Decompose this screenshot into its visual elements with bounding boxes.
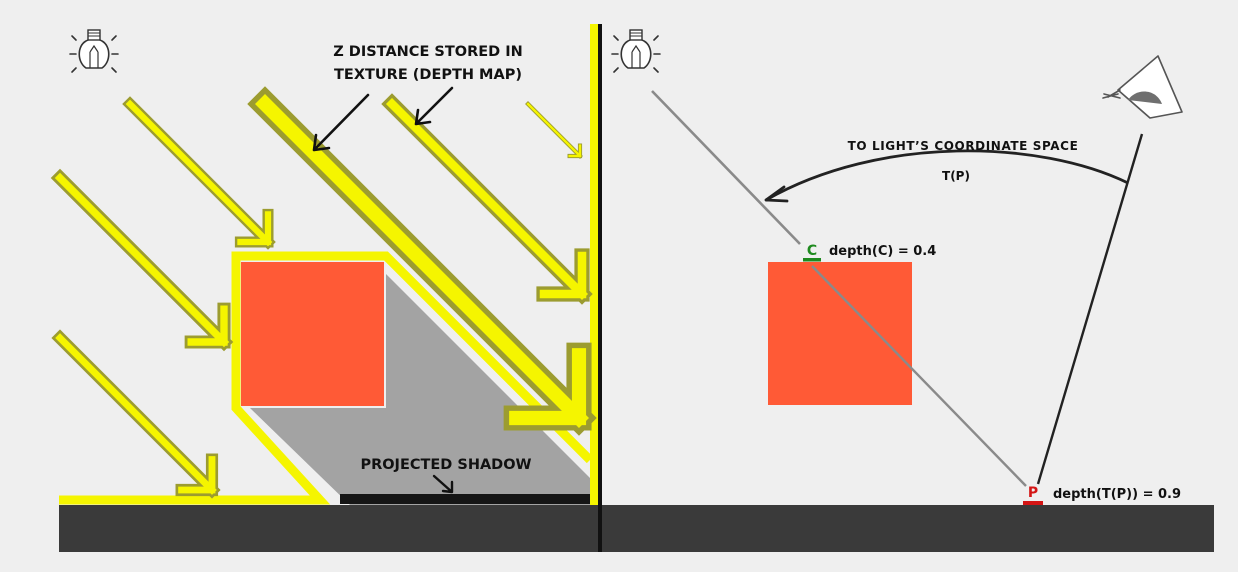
- transform-arrowhead: [764, 185, 789, 203]
- light-ray: [130, 104, 268, 242]
- object-box-right: [768, 262, 912, 405]
- point-p-marker: P: [1028, 485, 1038, 501]
- left-panel: Z DISTANCE STORED IN TEXTURE (DEPTH MAP)…: [59, 24, 602, 552]
- transform-caption: TO LIGHT’S COORDINATE SPACE: [848, 139, 1079, 153]
- light-ray-c-to-p: [811, 265, 1027, 487]
- panel-divider: [598, 24, 602, 552]
- depth-map-caption-line1: Z DISTANCE STORED IN: [333, 44, 523, 60]
- camera-view-ray: [1036, 133, 1144, 485]
- caption-pointer-arrows: [312, 86, 454, 152]
- point-c-underline: [803, 258, 821, 262]
- point-c-marker: C: [807, 243, 817, 259]
- right-panel: TO LIGHT’S COORDINATE SPACE T(P) C depth…: [602, 29, 1214, 552]
- point-c-depth-label: depth(C) = 0.4: [829, 244, 936, 259]
- projected-shadow-caption: PROJECTED SHADOW: [360, 457, 531, 473]
- depth-map-caption-line2: TEXTURE (DEPTH MAP): [334, 67, 522, 83]
- shadow-ground-edge: [340, 494, 600, 504]
- light-ray-to-c: [651, 90, 801, 245]
- object-box-left: [241, 262, 384, 406]
- transform-arrow: [765, 149, 1129, 202]
- ground-left: [59, 505, 600, 552]
- light-ray: [528, 104, 580, 156]
- lit-surface-outline: [59, 251, 594, 505]
- light-bulb-icon: [69, 29, 119, 73]
- shadow-pointer-arrow: [432, 474, 454, 494]
- point-p-underline: [1023, 501, 1043, 505]
- projected-shadow: [250, 274, 600, 505]
- ground-right: [602, 505, 1214, 552]
- light-bulb-icon: [611, 29, 661, 73]
- eye-camera-icon: [1102, 55, 1183, 119]
- light-ray: [60, 178, 224, 342]
- light-ray: [60, 338, 212, 490]
- lit-wall: [590, 24, 598, 505]
- transform-label: T(P): [942, 169, 970, 183]
- point-p-depth-label: depth(T(P)) = 0.9: [1053, 487, 1181, 502]
